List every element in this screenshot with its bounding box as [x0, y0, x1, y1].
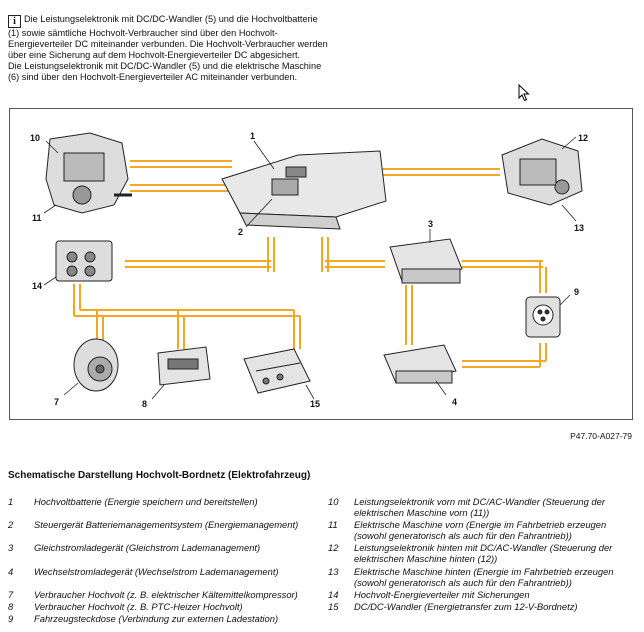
dcdc-converter [243, 348, 311, 394]
label-7: 7 [54, 397, 59, 407]
front-drive-unit [45, 132, 132, 214]
label-12: 12 [578, 133, 588, 143]
hv-wiring [73, 160, 547, 368]
label-2: 2 [238, 227, 243, 237]
dc-charger [389, 238, 463, 284]
rear-drive-unit [501, 138, 583, 206]
info-paragraph-2: Die Leistungselektronik mit DC/DC-Wandle… [8, 61, 322, 82]
label-4: 4 [452, 397, 457, 407]
label-1: 1 [250, 131, 255, 141]
label-13: 13 [574, 223, 584, 233]
ac-charger [383, 344, 457, 384]
ac-compressor [73, 338, 119, 392]
label-8: 8 [142, 399, 147, 409]
caption-title: Schematische Darstellung Hochvolt-Bordne… [8, 470, 311, 481]
hv-system-diagram: 10 11 1 2 12 13 3 4 9 14 7 8 15 [9, 108, 633, 420]
label-14: 14 [32, 281, 42, 291]
vehicle-socket [525, 296, 561, 338]
label-3: 3 [428, 219, 433, 229]
label-9: 9 [574, 287, 579, 297]
label-10: 10 [30, 133, 40, 143]
info-text-1: Die Leistungselektronik mit DC/DC-Wandle… [8, 14, 328, 60]
figure-code: P47.70-A027-79 [570, 431, 632, 441]
info-icon: i [8, 15, 21, 28]
label-11: 11 [32, 213, 42, 223]
hv-battery [221, 150, 387, 230]
ptc-heater [157, 346, 211, 386]
label-15: 15 [310, 399, 320, 409]
mouse-pointer-icon [518, 84, 530, 102]
hv-distributor [55, 240, 113, 282]
